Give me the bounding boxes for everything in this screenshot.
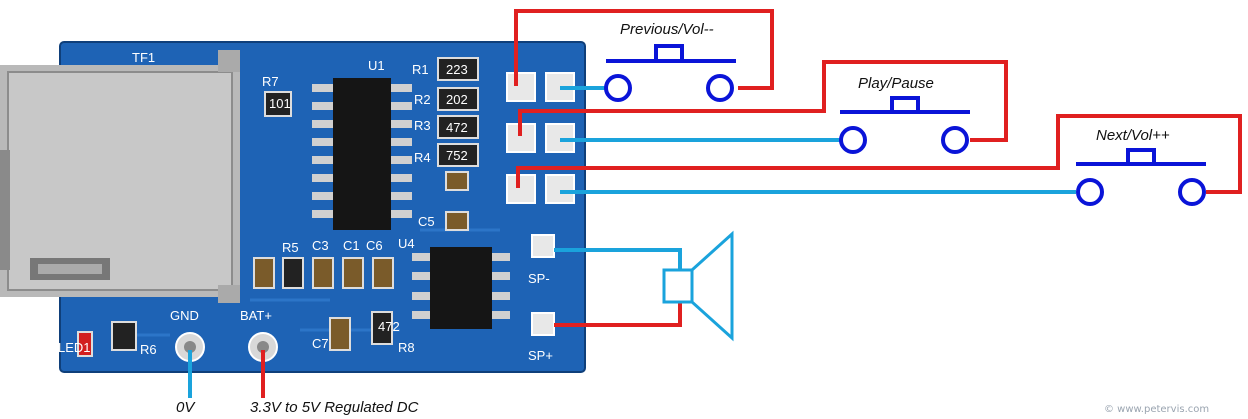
resistor-array [437,57,479,231]
r1-silk: R1 [412,62,429,77]
label-gnd: 0V [176,399,195,416]
button-pads [506,72,575,204]
switch-next [1076,148,1206,206]
label-play: Play/Pause [858,75,934,92]
switch-previous [604,44,736,102]
r8-silk: R8 [398,340,415,355]
wire-previous-red [514,9,774,90]
c6-silk: C6 [366,238,383,253]
u4-ic [412,247,510,329]
label-next: Next/Vol++ [1096,127,1170,144]
r2-silk: R2 [414,92,431,107]
tf-card-socket [0,50,240,303]
sp-pos-pad [531,312,555,336]
capacitor-row [253,257,394,351]
r7-silk: R7 [262,74,279,89]
credit-text: © www.petervis.com [1104,404,1210,415]
sp-neg-pad [531,234,555,258]
c7-silk: C7 [312,336,329,351]
bat-hole [257,341,269,353]
res-223: 223 [446,62,468,77]
wires [188,9,1242,398]
r6-resistor [111,321,137,351]
label-previous: Previous/Vol-- [620,21,714,38]
r3-silk: R3 [414,118,431,133]
bat-silk: BAT+ [240,308,272,323]
gnd-hole [184,341,196,353]
u4-silk: U4 [398,236,415,251]
tf1-silk: TF1 [132,50,155,65]
led-silk: LED1 [58,340,91,355]
c1-silk: C1 [343,238,360,253]
r8-code: 472 [378,319,400,334]
sp-neg-silk: SP- [528,271,550,286]
sp-pos-silk: SP+ [528,348,553,363]
switch-play [839,96,970,154]
r4-silk: R4 [414,150,431,165]
wire-speaker-red [554,302,682,327]
res-752: 752 [446,148,468,163]
c3-silk: C3 [312,238,329,253]
r6-silk: R6 [140,342,157,357]
res-202: 202 [446,92,468,107]
wire-next-red [516,114,1242,194]
speaker-icon [662,230,734,342]
wire-play-red [518,60,1008,142]
wire-speaker-blue [554,248,682,270]
r7-code: 101 [269,96,291,111]
c5-silk: C5 [418,214,435,229]
r7-resistor [264,91,292,117]
r5-silk: R5 [282,240,299,255]
res-472: 472 [446,120,468,135]
u1-ic [312,78,412,230]
gnd-silk: GND [170,308,199,323]
label-supply: 3.3V to 5V Regulated DC [250,399,419,416]
u1-silk: U1 [368,58,385,73]
led-component [77,331,93,357]
